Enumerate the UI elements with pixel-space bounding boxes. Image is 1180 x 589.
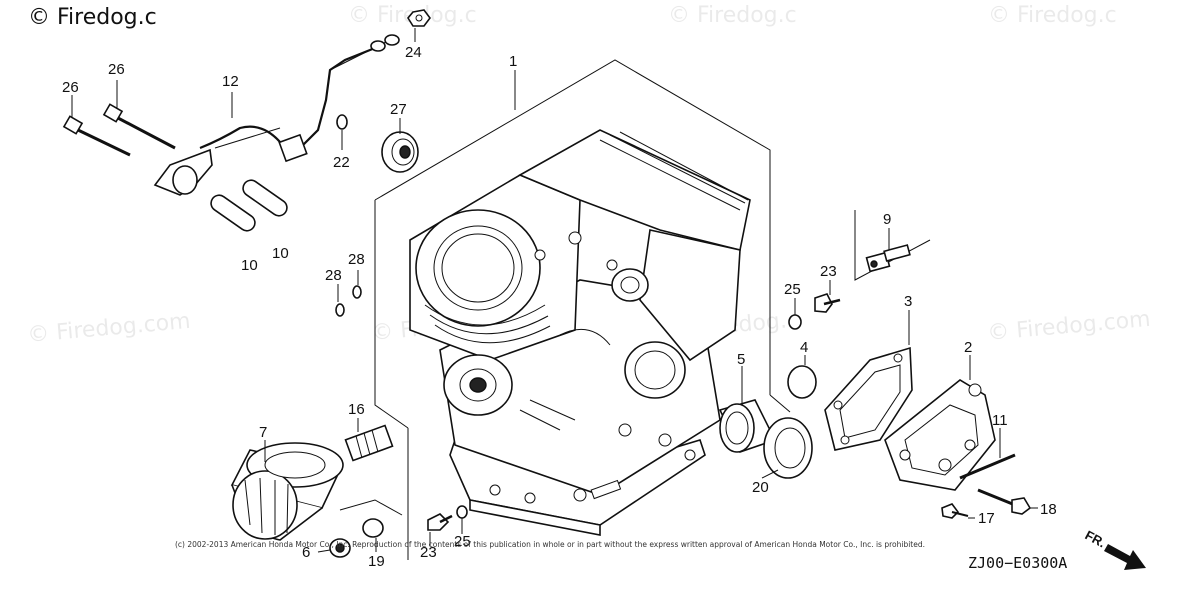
breather-fitting-9 xyxy=(865,244,911,273)
callout-28-b: 28 xyxy=(325,267,342,284)
nut-24 xyxy=(407,9,431,27)
watermark-mid-right: © Firedog.com xyxy=(986,307,1151,346)
frame-outline-lower-right xyxy=(769,394,791,413)
callout-2: 2 xyxy=(964,339,972,356)
frame-outline-left xyxy=(374,200,409,429)
frame-outline-upper xyxy=(374,59,771,395)
frame-filter xyxy=(339,499,403,516)
washer-22 xyxy=(336,114,348,130)
callout-10-a: 10 xyxy=(241,257,258,274)
callout-20: 20 xyxy=(752,479,769,496)
callout-17: 17 xyxy=(978,510,995,527)
callout-25-lower: 25 xyxy=(454,533,471,550)
front-arrow-icon: FR. xyxy=(1083,527,1146,570)
oil-sensor-harness-part xyxy=(153,34,400,196)
callout-3: 3 xyxy=(904,293,912,310)
drain-plug-6 xyxy=(329,538,351,558)
callout-4: 4 xyxy=(800,339,808,356)
callout-27: 27 xyxy=(390,101,407,118)
callout-23-upper: 23 xyxy=(820,263,837,280)
front-arrow-label: FR. xyxy=(1083,527,1109,550)
callout-22: 22 xyxy=(333,154,350,171)
pin-11 xyxy=(959,453,1016,480)
gasket-3 xyxy=(824,346,913,451)
watermark-top-right-1: © Firedog.c xyxy=(668,3,797,28)
washer-28-a xyxy=(352,285,362,299)
plug-cap-4 xyxy=(787,365,817,399)
dowel-tube-10-a xyxy=(210,194,256,232)
callout-19: 19 xyxy=(368,553,385,570)
copyright-notice: (c) 2002-2013 American Honda Motor Co., … xyxy=(175,540,925,549)
bearing-5 xyxy=(718,399,777,453)
callout-12: 12 xyxy=(222,73,239,90)
callout-23-lower: 23 xyxy=(420,544,437,561)
callout-7: 7 xyxy=(259,424,267,441)
filter-nipple-16 xyxy=(344,424,394,462)
oil-seal-20 xyxy=(763,417,813,479)
callout-5: 5 xyxy=(737,351,745,368)
callout-1: 1 xyxy=(509,53,517,70)
bolt-23-lower xyxy=(427,513,453,531)
callout-24: 24 xyxy=(405,44,422,61)
leader-lines xyxy=(71,28,1038,553)
washer-28-b xyxy=(335,303,345,317)
bolt-18 xyxy=(977,488,1032,515)
callout-26-b: 26 xyxy=(108,61,125,78)
watermark-mid-left: © Firedog.com xyxy=(26,309,191,348)
callout-28-a: 28 xyxy=(348,251,365,268)
callout-26-a: 26 xyxy=(62,79,79,96)
washer-19 xyxy=(362,518,384,538)
frame-part-9 xyxy=(854,210,931,281)
diagram-code: ZJ00−E0300A xyxy=(968,554,1067,572)
callout-18: 18 xyxy=(1040,501,1057,518)
bolt-23-upper xyxy=(814,293,841,313)
callout-9: 9 xyxy=(883,211,891,228)
bolt-26-a xyxy=(62,115,131,157)
watermark-top-right-2: © Firedog.c xyxy=(988,3,1117,28)
crankcase-part xyxy=(409,129,751,536)
dowel-tube-10-b xyxy=(242,179,288,217)
bearing-27 xyxy=(381,131,419,173)
washer-25-lower xyxy=(456,505,468,519)
washer-25-upper xyxy=(788,314,802,330)
callout-6: 6 xyxy=(302,544,310,561)
watermark-top-left: © Firedog.c xyxy=(28,5,157,30)
bolt-17 xyxy=(941,503,969,519)
callout-11: 11 xyxy=(992,412,1008,429)
callout-25-upper: 25 xyxy=(784,281,801,298)
callout-10-b: 10 xyxy=(272,245,289,262)
bolt-26-b xyxy=(102,103,176,150)
oil-filter-7 xyxy=(230,442,344,541)
callout-16: 16 xyxy=(348,401,365,418)
callout-labels: 1 2 3 4 5 6 7 9 10 10 11 12 16 17 18 19 … xyxy=(62,44,1057,570)
side-cover-2 xyxy=(884,379,996,491)
